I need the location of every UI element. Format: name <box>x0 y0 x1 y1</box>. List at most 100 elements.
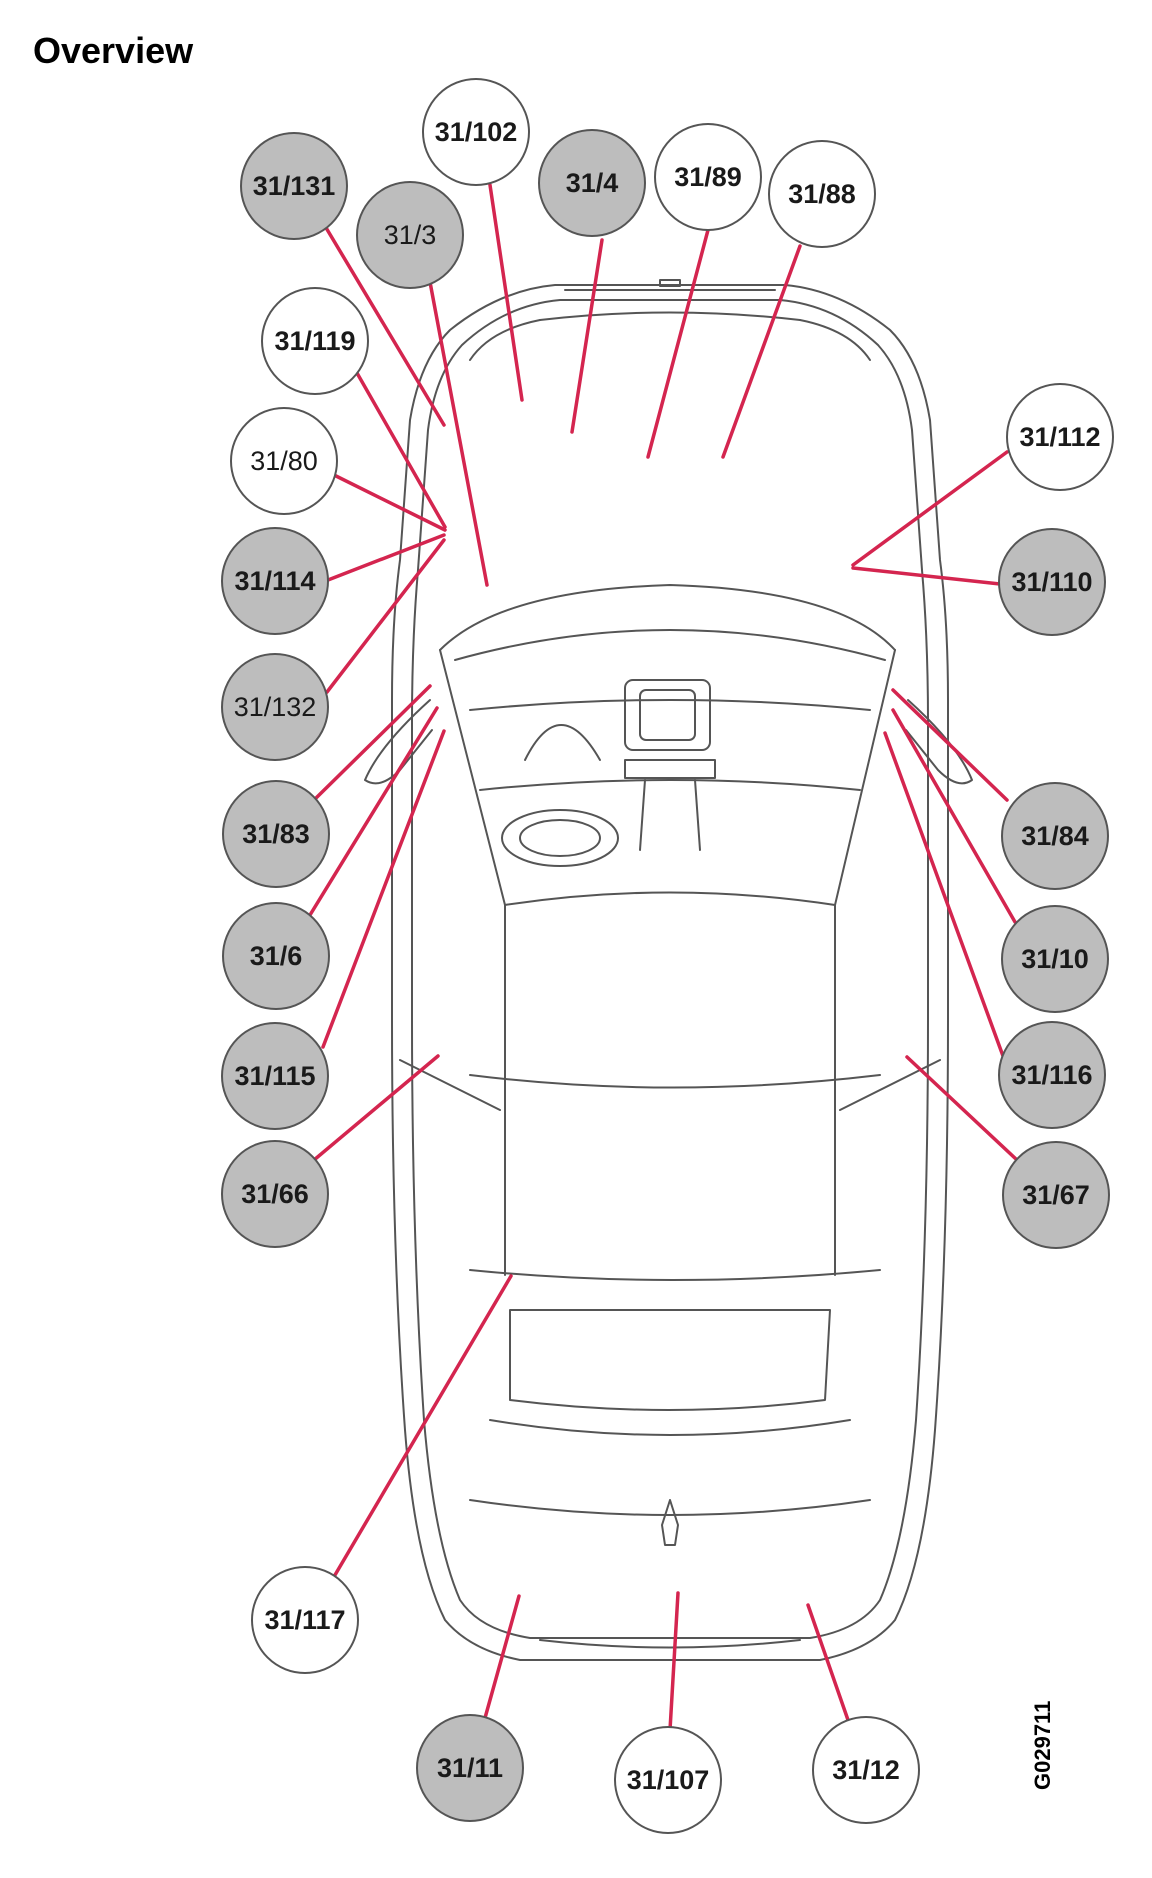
callout-circle <box>614 1726 722 1834</box>
leader-31-3 <box>428 280 489 587</box>
callout-31-132: 31/132 <box>221 653 329 761</box>
callout-circle <box>1002 1141 1110 1249</box>
callout-circle <box>812 1716 920 1824</box>
leader-31-80 <box>332 473 447 532</box>
callout-31-107: 31/107 <box>614 1726 722 1834</box>
callout-label: 31/11 <box>437 1753 503 1783</box>
leader-31-6 <box>308 706 439 917</box>
callout-label: 31/115 <box>234 1061 315 1091</box>
callout-31-84: 31/84 <box>1001 782 1109 890</box>
callout-label: 31/12 <box>832 1755 900 1785</box>
callout-circle <box>768 140 876 248</box>
callout-31-66: 31/66 <box>221 1140 329 1248</box>
callout-31-80: 31/80 <box>230 407 338 515</box>
callout-label: 31/116 <box>1011 1060 1092 1090</box>
callout-31-67: 31/67 <box>1002 1141 1110 1249</box>
callout-circle <box>998 1021 1106 1129</box>
callout-label: 31/102 <box>435 117 518 147</box>
callout-31-110: 31/110 <box>998 528 1106 636</box>
leader-31-83 <box>312 684 432 802</box>
leader-31-131 <box>323 224 446 427</box>
callout-31-131: 31/131 <box>240 132 348 240</box>
leader-31-102 <box>488 183 524 402</box>
callout-circle <box>998 528 1106 636</box>
callout-31-119: 31/119 <box>261 287 369 395</box>
callout-circle <box>251 1566 359 1674</box>
callout-circle <box>222 902 330 1010</box>
callout-circle <box>422 78 530 186</box>
callout-circle <box>356 181 464 289</box>
callout-circle <box>654 123 762 231</box>
callout-label: 31/6 <box>250 941 303 971</box>
leader-31-89 <box>646 228 710 459</box>
callout-circle <box>261 287 369 395</box>
callout-circle <box>221 653 329 761</box>
callout-31-112: 31/112 <box>1006 383 1114 491</box>
callout-label: 31/3 <box>384 220 437 250</box>
leader-31-66 <box>312 1054 440 1162</box>
leader-31-12 <box>806 1603 850 1722</box>
car-outline <box>364 279 973 1661</box>
figure-code: G029711 <box>1030 1700 1055 1790</box>
leader-lines <box>308 183 1019 1732</box>
callout-31-83: 31/83 <box>222 780 330 888</box>
callout-31-117: 31/117 <box>251 1566 359 1674</box>
callout-31-116: 31/116 <box>998 1021 1106 1129</box>
leader-31-11 <box>483 1594 521 1720</box>
leader-31-116 <box>883 731 1005 1058</box>
leader-31-67 <box>905 1055 1019 1162</box>
leader-31-119 <box>355 371 447 529</box>
leader-31-132 <box>325 538 446 694</box>
callout-label: 31/114 <box>234 566 315 596</box>
callout-31-102: 31/102 <box>422 78 530 186</box>
leader-31-110 <box>851 566 1002 586</box>
leader-31-117 <box>333 1274 513 1577</box>
callout-label: 31/80 <box>250 446 318 476</box>
callout-circle <box>416 1714 524 1822</box>
callout-label: 31/67 <box>1022 1180 1090 1210</box>
callout-circle <box>1006 383 1114 491</box>
callout-circle <box>230 407 338 515</box>
callout-label: 31/131 <box>253 171 336 201</box>
callout-label: 31/107 <box>627 1765 710 1795</box>
callout-label: 31/89 <box>674 162 742 192</box>
callout-31-3: 31/3 <box>356 181 464 289</box>
callout-circle <box>240 132 348 240</box>
callouts: 31/131 31/3 31/102 31/4 31/89 31/88 31/1… <box>221 78 1114 1834</box>
callout-31-115: 31/115 <box>221 1022 329 1130</box>
callout-31-4: 31/4 <box>538 129 646 237</box>
callout-label: 31/83 <box>242 819 310 849</box>
leader-31-114 <box>326 533 446 582</box>
callout-circle <box>538 129 646 237</box>
leader-31-88 <box>721 244 802 459</box>
callout-circle <box>1001 905 1109 1013</box>
leader-31-107 <box>668 1591 680 1732</box>
callout-label: 31/119 <box>274 326 355 356</box>
callout-label: 31/66 <box>241 1179 309 1209</box>
leader-31-10 <box>891 708 1017 924</box>
callout-label: 31/132 <box>234 692 317 722</box>
callout-label: 31/88 <box>788 179 856 209</box>
callout-label: 31/4 <box>566 168 619 198</box>
page-title: Overview <box>33 30 194 71</box>
callout-circle <box>221 1022 329 1130</box>
leader-31-84 <box>891 688 1009 802</box>
callout-circle <box>1001 782 1109 890</box>
callout-circle <box>221 527 329 635</box>
callout-31-10: 31/10 <box>1001 905 1109 1013</box>
callout-31-12: 31/12 <box>812 1716 920 1824</box>
callout-label: 31/117 <box>264 1605 345 1635</box>
leader-31-4 <box>570 238 604 434</box>
leader-31-115 <box>321 729 446 1049</box>
callout-31-89: 31/89 <box>654 123 762 231</box>
callout-label: 31/112 <box>1019 422 1100 452</box>
callout-circle <box>221 1140 329 1248</box>
callout-label: 31/110 <box>1011 567 1092 597</box>
callout-31-11: 31/11 <box>416 1714 524 1822</box>
callout-circle <box>222 780 330 888</box>
callout-31-6: 31/6 <box>222 902 330 1010</box>
callout-31-114: 31/114 <box>221 527 329 635</box>
callout-31-88: 31/88 <box>768 140 876 248</box>
leader-31-112 <box>851 450 1009 567</box>
